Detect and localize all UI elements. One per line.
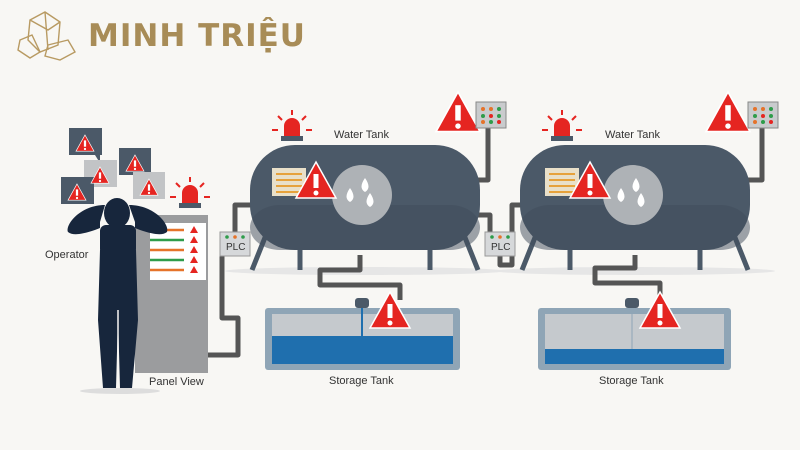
water-tank-2 — [519, 145, 751, 271]
plc-box-1 — [219, 231, 251, 257]
alert-bubbles — [61, 128, 165, 204]
panel-view-label: Panel View — [149, 376, 204, 388]
plc-2-label: PLC — [491, 242, 511, 253]
warning-icon — [705, 91, 751, 133]
storage-tank-2 — [538, 298, 731, 370]
storage-tank-1-label: Storage Tank — [329, 375, 394, 387]
siren-icon — [271, 109, 313, 142]
warning-icon — [435, 91, 481, 133]
siren-icon — [169, 176, 211, 209]
control-box-1 — [475, 101, 507, 129]
water-tank-2-label: Water Tank — [605, 129, 661, 141]
plc-box-2 — [484, 231, 516, 257]
operator-label: Operator — [45, 249, 89, 261]
storage-tank-1 — [265, 298, 460, 370]
panel-view — [135, 215, 208, 373]
logo-text: MINH TRIỆU — [88, 18, 306, 54]
pipes — [208, 128, 765, 358]
water-tank-1 — [249, 145, 481, 271]
plc-1-label: PLC — [226, 242, 246, 253]
water-tank-1-label: Water Tank — [334, 129, 390, 141]
siren-icon — [541, 109, 583, 142]
storage-tank-2-label: Storage Tank — [599, 375, 664, 387]
operator-figure — [67, 198, 168, 388]
logo-crystal-icon — [17, 11, 76, 61]
control-box-2 — [747, 101, 779, 129]
